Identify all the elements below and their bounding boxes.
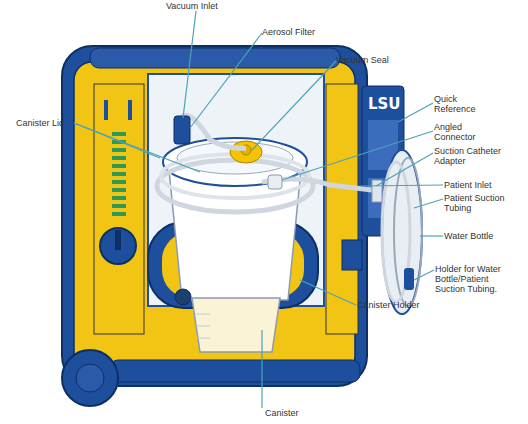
part-label: Canister Holder [357,300,447,310]
part-label: Holder for Water Bottle/Patient Suction … [435,264,521,294]
device-body [74,62,355,374]
foot [110,360,360,382]
part-label: Suction Catheter Adapter [434,146,512,166]
part-label: Quick Reference [434,94,484,114]
part-label: Water Bottle [444,231,519,241]
aerosol-filter [174,116,190,144]
handle [90,48,340,68]
part-label: Vacuum Seal [336,55,416,65]
part-label: Patient Suction Tubing [444,193,516,213]
part-label: Aerosol Filter [262,27,342,37]
part-label: Patient Inlet [444,180,519,190]
device-frame [62,46,367,386]
holder-clip [342,240,362,270]
brand-text: LSU [368,96,408,112]
canister-base [192,298,280,352]
leader-lines [74,11,443,408]
knob [100,228,136,264]
cavity [148,74,324,306]
side-panel [326,84,358,334]
part-label: Canister Lid [16,118,86,128]
gauge [112,132,126,216]
water-bottle [382,150,422,314]
part-label: Vacuum Inlet [166,1,236,11]
tubing-coil [157,160,313,212]
part-label: Canister [265,408,335,418]
part-label: Angled Connector [434,122,489,142]
wheel [62,350,118,406]
release-button [175,289,191,305]
control-panel [94,84,144,334]
